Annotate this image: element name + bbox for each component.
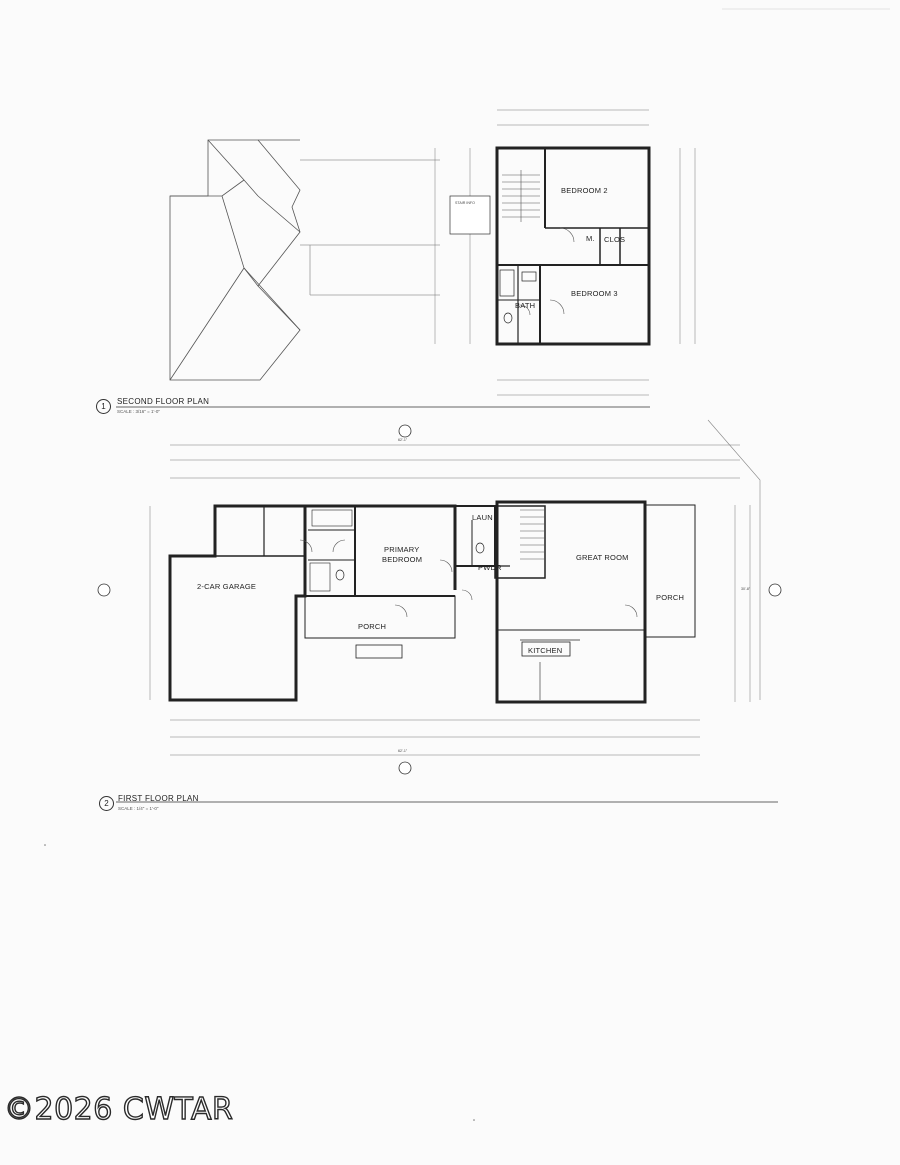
second-floor-walls — [434, 109, 696, 396]
dimension-overall-top: 62'-1" — [398, 438, 408, 442]
plan-number-first: 2 — [99, 796, 114, 811]
room-label-porch-side: PORCH — [656, 593, 684, 602]
plan-scale-first: SCALE : 1/4" = 1'-0" — [118, 806, 159, 811]
room-label-great-room: GREAT ROOM — [576, 553, 629, 562]
room-label-laun: LAUN — [472, 513, 493, 522]
room-label-pwdr: PWDR — [478, 563, 502, 572]
room-label-porch-front: PORCH — [358, 622, 386, 631]
room-label-primary-2: BEDROOM — [382, 555, 422, 564]
room-label-bedroom-3: BEDROOM 3 — [571, 289, 618, 298]
stair-note-box — [449, 195, 491, 235]
plan-title-first: FIRST FLOOR PLAN — [118, 794, 199, 803]
room-label-bath: BATH — [515, 301, 535, 310]
room-label-bedroom-2: BEDROOM 2 — [561, 186, 608, 195]
dimension-side: 30'-8" — [741, 587, 751, 591]
first-floor-walls — [149, 419, 761, 756]
room-label-kitchen: KITCHEN — [528, 646, 562, 655]
copyright-watermark: ©2026 CWTAR — [3, 1091, 234, 1127]
dimension-overall-bottom: 62'-1" — [398, 749, 408, 753]
section-markers — [97, 424, 782, 775]
plan-number-second: 1 — [96, 399, 111, 414]
roof-plan — [169, 139, 440, 381]
room-label-clos: CLOS — [604, 235, 625, 244]
room-label-m: M. — [586, 234, 595, 243]
plan-scale-second: SCALE : 3/16" = 1'-0" — [117, 409, 160, 414]
room-label-garage: 2-CAR GARAGE — [197, 582, 256, 591]
room-label-primary-1: PRIMARY — [384, 545, 419, 554]
stair-note: STAIR INFO — [455, 201, 475, 205]
plan-title-second: SECOND FLOOR PLAN — [117, 397, 210, 406]
